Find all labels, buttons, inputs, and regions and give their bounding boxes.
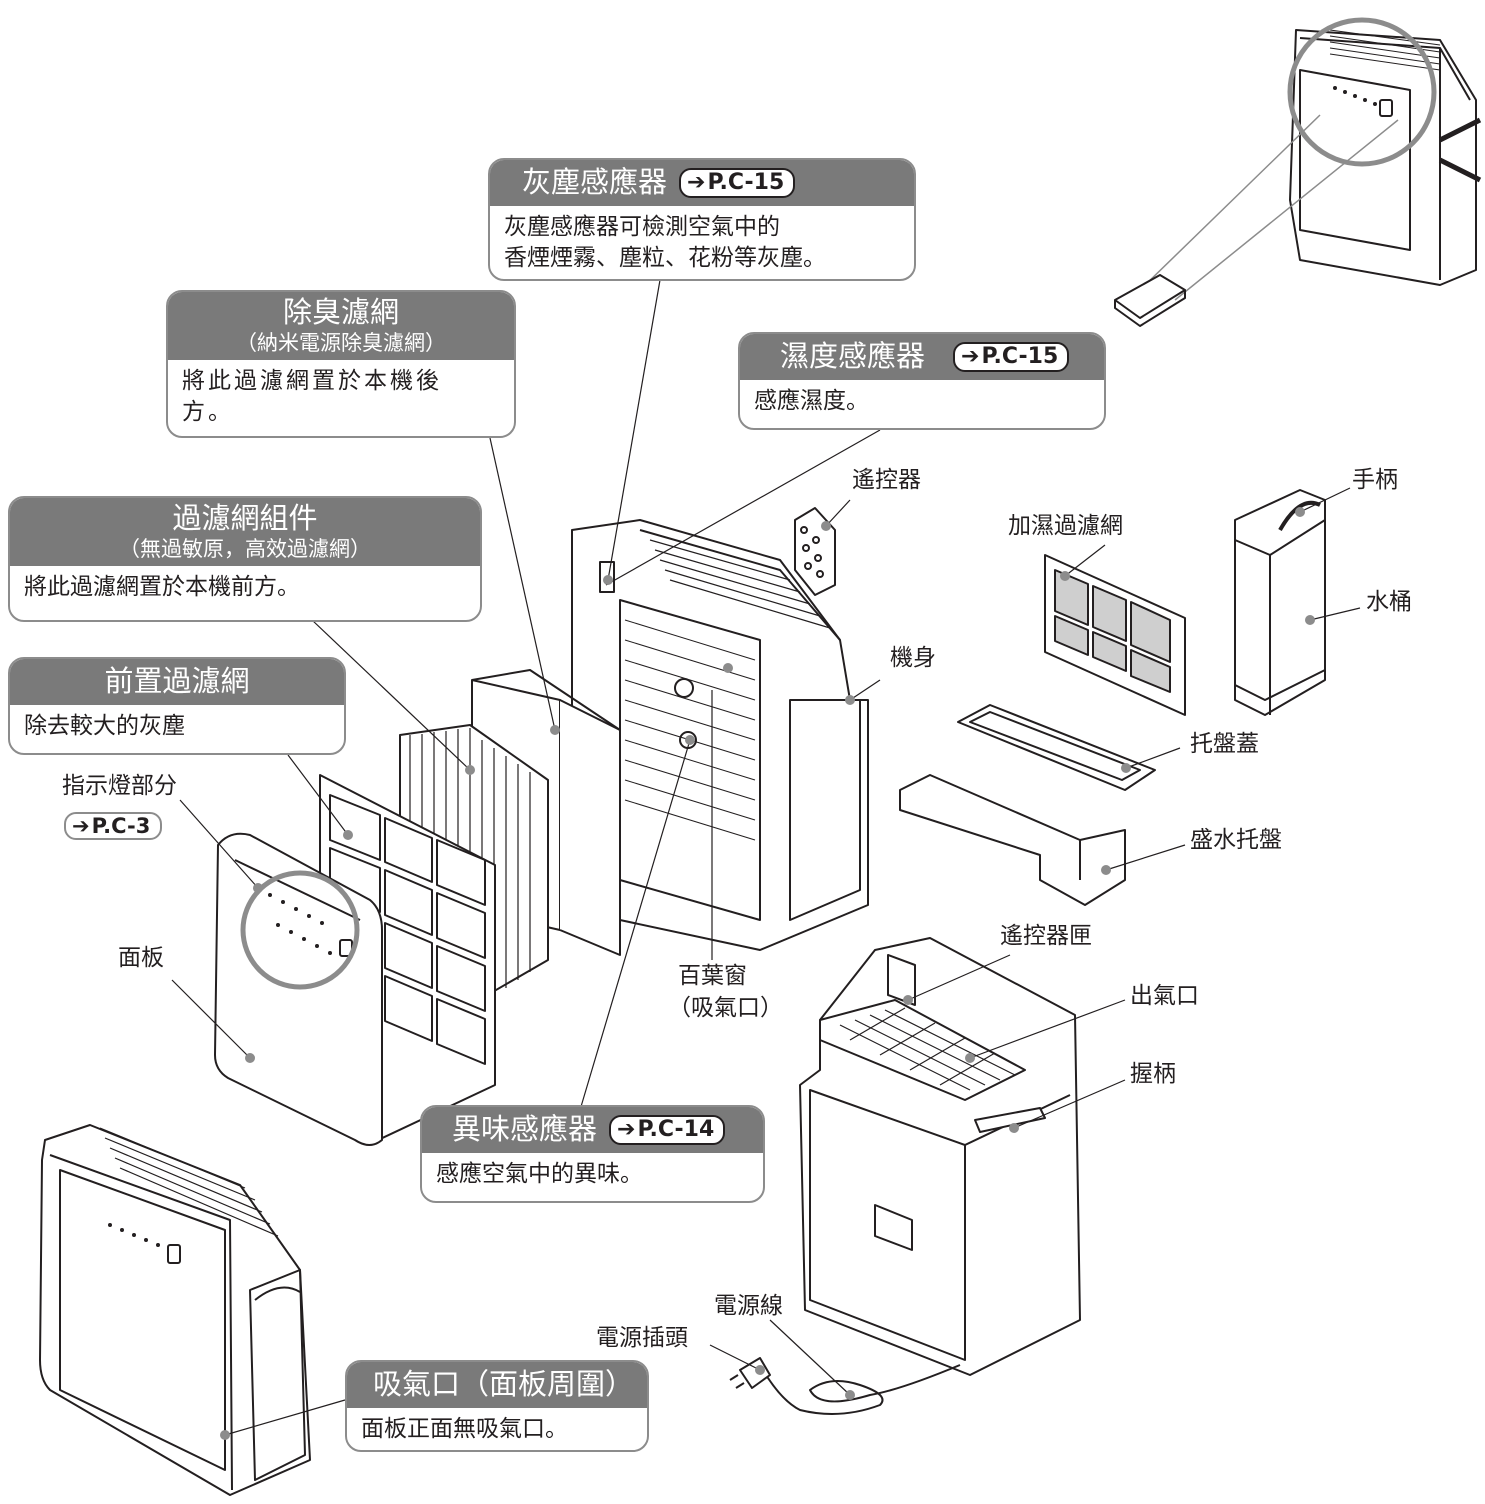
handle-top-label: 手柄 [1352, 467, 1398, 493]
humidity-sensor-text-line: 感應濕度。 [754, 388, 869, 414]
body-label: 機身 [890, 645, 936, 671]
deodorizing-filter-title: 除臭濾網 [282, 295, 399, 329]
arrow-right-icon: ➔ [72, 814, 90, 838]
filter-assembly-text-line: 將此過濾網置於本機前方。 [24, 574, 300, 600]
prefilter-text-line: 除去較大的灰塵 [24, 713, 185, 739]
deodorizing-filter-text-line: 將此過濾網置於本機後 [182, 368, 442, 394]
power-cord-illustration [729, 1357, 961, 1415]
bottom-left-unit-illustration [39, 1124, 311, 1496]
humidifying-filter-label: 加濕過濾網 [1008, 513, 1123, 539]
remote-holder-label: 遙控器匣 [1000, 923, 1092, 949]
louver-sub-label: （吸氣口） [668, 995, 783, 1021]
humidity-sensor-page-ref[interactable]: ➔P.C-15 [953, 342, 1070, 372]
grip-label: 握柄 [1130, 1061, 1176, 1087]
main-body-illustration [571, 519, 869, 951]
prefilter-title: 前置過濾網 [104, 664, 250, 698]
dust-sensor-text-line: 香煙煙霧、塵粒、花粉等灰塵。 [504, 245, 826, 271]
remote-label: 遙控器 [852, 467, 921, 493]
leader-lines [171, 279, 1361, 1436]
arrow-right-icon: ➔ [687, 170, 706, 195]
front-panel-illustration [214, 832, 383, 1146]
prefilter-callout: 前置過濾網 除去較大的灰塵 [8, 657, 346, 755]
indicator-page-ref[interactable]: ➔P.C-3 [64, 812, 163, 840]
air-inlet-title: 吸氣口（面板周圍） [373, 1367, 635, 1401]
top-right-unit-illustration [1114, 17, 1482, 327]
water-tank-illustration [1234, 489, 1326, 716]
humidifying-filter-illustration [1044, 554, 1186, 716]
panel-label: 面板 [118, 945, 164, 971]
humidity-sensor-title: 濕度感應器 [780, 339, 926, 373]
louver-label: 百葉窗 [678, 963, 747, 989]
water-tank-label: 水桶 [1366, 589, 1412, 615]
power-plug-label: 電源插頭 [596, 1325, 688, 1351]
humidity-sensor-callout: 濕度感應器 ➔P.C-15 感應濕度。 [738, 332, 1106, 430]
air-inlet-callout: 吸氣口（面板周圍） 面板正面無吸氣口。 [345, 1360, 649, 1452]
filter-assembly-subtitle: （無過敏原，高效過濾網） [119, 537, 371, 561]
dust-sensor-title: 灰塵感應器 [522, 165, 668, 199]
odor-sensor-callout: 異味感應器 ➔P.C-14 感應空氣中的異味。 [420, 1105, 765, 1203]
tray-cover-label: 托盤蓋 [1190, 731, 1259, 757]
deodorizing-filter-callout: 除臭濾網 （納米電源除臭濾網） 將此過濾網置於本機後 方。 [166, 290, 516, 438]
odor-sensor-page-ref[interactable]: ➔P.C-14 [609, 1115, 726, 1145]
air-outlet-label: 出氣口 [1130, 983, 1199, 1009]
filter-assembly-title: 過濾網組件 [172, 501, 318, 535]
odor-sensor-title: 異味感應器 [452, 1112, 598, 1146]
deodorizing-filter-subtitle: （納米電源除臭濾網） [236, 331, 446, 355]
leader-dots [220, 507, 1315, 1440]
power-cord-label: 電源線 [714, 1293, 783, 1319]
indicator-part-label: 指示燈部分 [62, 773, 177, 799]
odor-sensor-text-line: 感應空氣中的異味。 [436, 1161, 643, 1187]
air-inlet-text-line: 面板正面無吸氣口。 [361, 1416, 568, 1442]
arrow-right-icon: ➔ [617, 1117, 636, 1142]
water-tray-label: 盛水托盤 [1190, 827, 1282, 853]
arrow-right-icon: ➔ [961, 344, 980, 369]
tray-cover-illustration [957, 704, 1156, 791]
dust-sensor-callout: 灰塵感應器 ➔P.C-15 灰塵感應器可檢測空氣中的 香煙煙霧、塵粒、花粉等灰塵。 [488, 158, 916, 281]
dust-sensor-page-ref[interactable]: ➔P.C-15 [679, 168, 796, 198]
deodorizing-filter-text-line: 方。 [182, 399, 234, 425]
filter-assembly-callout: 過濾網組件 （無過敏原，高效過濾網） 將此過濾網置於本機前方。 [8, 496, 482, 622]
dust-sensor-text-line: 灰塵感應器可檢測空氣中的 [504, 214, 780, 240]
back-unit-illustration [799, 937, 1081, 1376]
remote-illustration [794, 507, 836, 596]
water-tray-illustration [899, 774, 1126, 906]
